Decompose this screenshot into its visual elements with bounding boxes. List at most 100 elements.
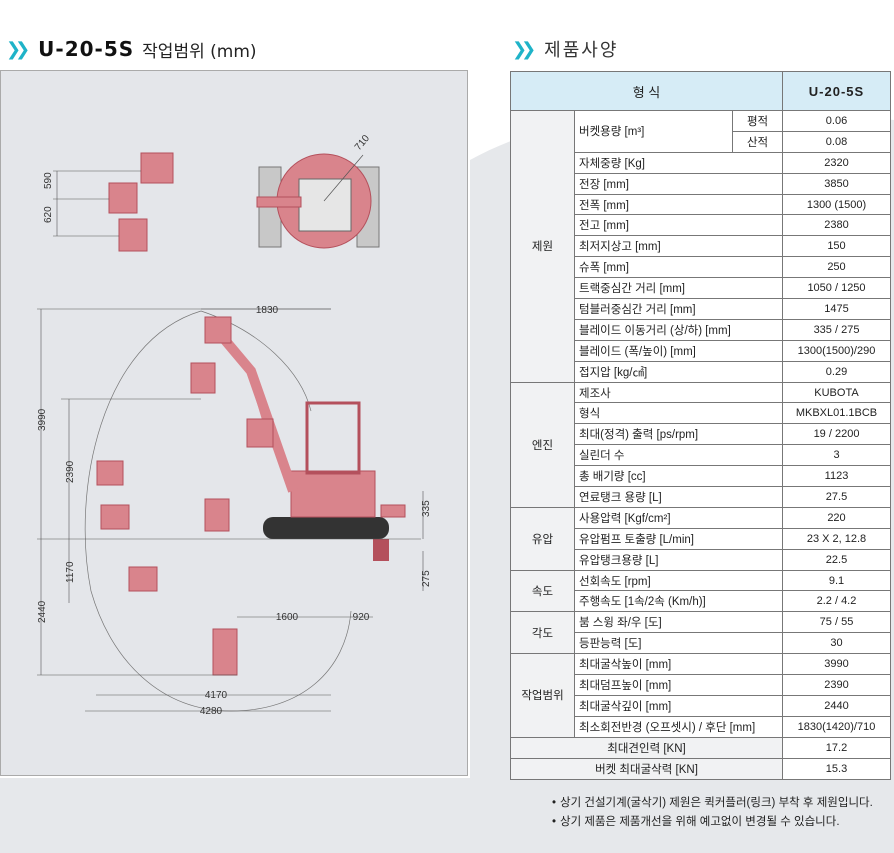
spec-category: 엔진 — [510, 381, 575, 508]
spec-label: 선회속도 [rpm] — [574, 569, 783, 592]
spec-label: 전장 [mm] — [574, 172, 783, 195]
spec-value: 1300 (1500) — [782, 193, 891, 216]
working-range-diagram: 590 620 710 — [0, 70, 468, 776]
spec-label: 블레이드 (폭/높이) [mm] — [574, 339, 783, 362]
spec-row: 전장 [mm]3850 — [511, 172, 891, 195]
dim-1600: 1600 — [276, 612, 299, 623]
spec-label: 유압펌프 토출량 [L/min] — [574, 527, 783, 550]
dim-590: 590 — [43, 172, 54, 189]
spec-value: 3990 — [782, 653, 891, 676]
spec-label: 주행속도 [1속/2속 (Km/h)] — [574, 590, 783, 613]
spec-label: 최대덤프높이 [mm] — [574, 674, 783, 696]
spec-row: 슈폭 [mm]250 — [511, 256, 891, 279]
spec-row: 최대견인력 [KN]17.2 — [510, 736, 891, 759]
model-title: U-20-5S — [38, 37, 135, 61]
dim-3990: 3990 — [37, 408, 48, 431]
spec-label: 슈폭 [mm] — [574, 256, 783, 279]
chevron-right-icon: ❯❯ — [512, 38, 536, 60]
spec-label: 최소회전반경 (오프셋시) / 후단 [mm] — [574, 715, 783, 738]
spec-value: 1830(1420)/710 — [782, 715, 891, 738]
spec-label: 붐 스윙 좌/우 [도] — [574, 611, 783, 634]
dim-920: 920 — [353, 612, 370, 623]
spec-value: 2.2 / 4.2 — [782, 590, 891, 613]
spec-value: 2320 — [782, 151, 891, 174]
notes: •상기 건설기계(굴삭기) 제원은 퀵커플러(링크) 부착 후 제원입니다. •… — [552, 794, 873, 832]
dim-4280: 4280 — [200, 706, 223, 717]
spec-sublabel: 평적 — [732, 110, 783, 132]
dim-2390: 2390 — [65, 460, 76, 483]
spec-row: 전고 [mm]2380 — [511, 214, 891, 237]
dim-2440: 2440 — [37, 600, 48, 623]
spec-label: 최저지상고 [mm] — [574, 235, 783, 258]
spec-row: 버켓 최대굴삭력 [KN]15.3 — [510, 757, 891, 780]
spec-label: 최대굴삭깊이 [mm] — [574, 694, 783, 717]
spec-label: 전폭 [mm] — [574, 193, 783, 216]
spec-value: 0.06 — [782, 110, 891, 132]
spec-value: 19 / 2200 — [782, 423, 891, 446]
spec-label: 형식 — [574, 402, 783, 425]
spec-value: 3 — [782, 444, 891, 467]
spec-label: 트랙중심간 거리 [mm] — [574, 277, 783, 300]
spec-row: 트랙중심간 거리 [mm]1050 / 1250 — [511, 277, 891, 300]
spec-label: 최대굴삭높이 [mm] — [574, 653, 783, 676]
spec-value: 0.08 — [782, 130, 891, 153]
spec-value: 15.3 — [782, 757, 891, 780]
spec-row: 자체중량 [Kg]2320 — [511, 151, 891, 174]
spec-row: 유압탱크용량 [L]22.5 — [511, 548, 891, 571]
dim-1170: 1170 — [65, 561, 76, 583]
spec-value: KUBOTA — [782, 381, 891, 404]
excavator-side-view — [96, 316, 406, 676]
chevron-right-icon: ❯❯ — [6, 38, 30, 60]
spec-title: 제품사양 — [544, 40, 619, 61]
spec-label: 블레이드 이동거리 (상/하) [mm] — [574, 318, 783, 341]
spec-value: MKBXL01.1BCB — [782, 402, 891, 425]
spec-row: 텀블러중심간 거리 [mm]1475 — [511, 298, 891, 320]
spec-value: 9.1 — [782, 569, 891, 592]
spec-label: 유압탱크용량 [L] — [574, 548, 783, 571]
spec-label: 최대견인력 [KN] — [510, 736, 783, 759]
spec-value: 2380 — [782, 214, 891, 237]
bucket-positions-top: 590 620 — [43, 152, 174, 252]
spec-row: 유압펌프 토출량 [L/min]23 X 2, 12.8 — [511, 527, 891, 550]
spec-value: 1050 / 1250 — [782, 277, 891, 300]
spec-row: 총 배기량 [cc]1123 — [511, 465, 891, 488]
spec-row: 주행속도 [1속/2속 (Km/h)]2.2 / 4.2 — [511, 590, 891, 613]
spec-value: 2440 — [782, 694, 891, 717]
dim-4170: 4170 — [205, 690, 228, 701]
spec-value: 17.2 — [782, 736, 891, 759]
spec-value: 23 X 2, 12.8 — [782, 527, 891, 550]
dim-710: 710 — [353, 133, 372, 153]
spec-row: 블레이드 이동거리 (상/하) [mm]335 / 275 — [511, 318, 891, 341]
diagram-svg: 590 620 710 — [37, 133, 432, 717]
spec-category: 작업범위 — [510, 653, 575, 738]
dim-335: 335 — [421, 500, 432, 517]
note-item: •상기 제품은 제품개선을 위해 예고없이 변경될 수 있습니다. — [552, 816, 840, 828]
dim-1830: 1830 — [256, 305, 279, 316]
right-heading: ❯❯ 제품사양 — [512, 34, 618, 64]
spec-value: 75 / 55 — [782, 611, 891, 634]
working-range-title: 작업범위 (mm) — [142, 41, 257, 62]
spec-label: 버켓 최대굴삭력 [KN] — [510, 757, 783, 780]
spec-label: 텀블러중심간 거리 [mm] — [574, 298, 783, 320]
spec-value: 150 — [782, 235, 891, 258]
spec-row: 등판능력 [도]30 — [511, 632, 891, 655]
spec-row: 연료탱크 용량 [L]27.5 — [511, 486, 891, 508]
spec-label: 제조사 — [574, 381, 783, 404]
spec-value: 220 — [782, 506, 891, 529]
spec-sublabel: 산적 — [732, 130, 783, 153]
dim-275: 275 — [421, 570, 432, 587]
dimension-lines: 1830 3990 2390 335 1170 275 2440 1600 92… — [37, 305, 432, 717]
spec-label: 최대(정격) 출력 [ps/rpm] — [574, 423, 783, 446]
spec-header-model: U-20-5S — [782, 71, 891, 111]
spec-value: 0.29 — [782, 360, 891, 383]
spec-label: 버켓용량 [m³] — [573, 110, 734, 153]
spec-row: 블레이드 (폭/높이) [mm]1300(1500)/290 — [511, 339, 891, 362]
spec-category: 제원 — [510, 110, 575, 383]
spec-label: 전고 [mm] — [574, 214, 783, 237]
spec-row: 접지압 [kg/㎠]0.29 — [511, 360, 891, 383]
